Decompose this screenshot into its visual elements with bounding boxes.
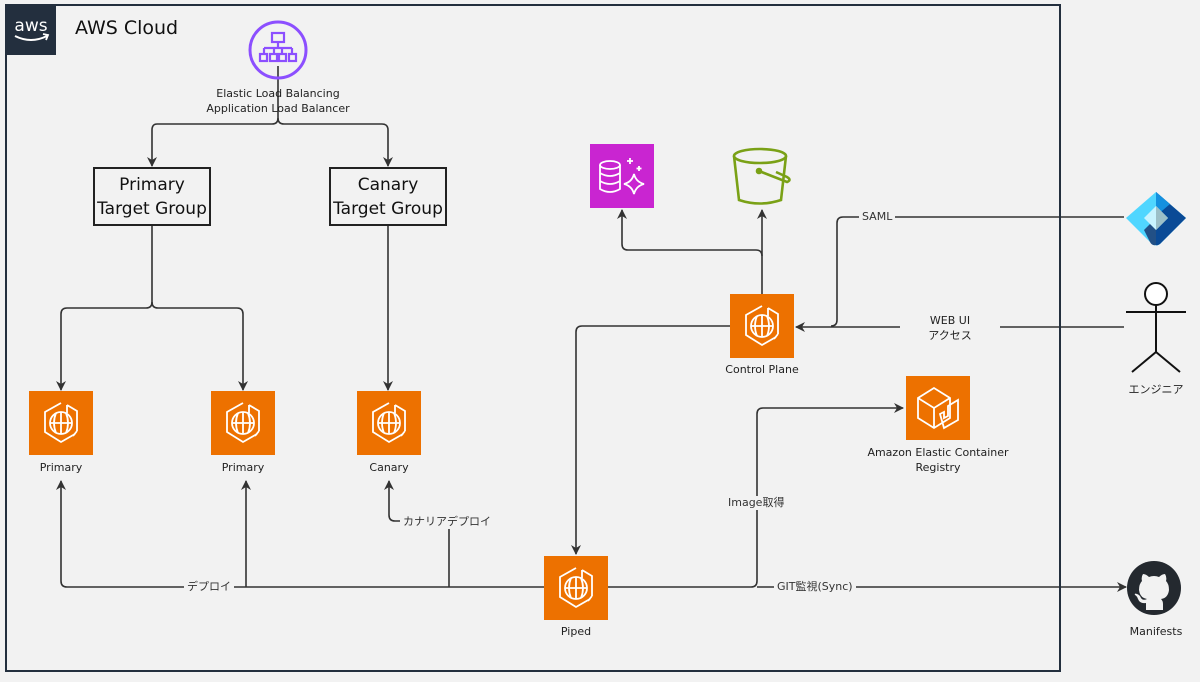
manifests-label: Manifests bbox=[1129, 625, 1183, 638]
primary-tg-line2: Target Group bbox=[97, 198, 207, 219]
alb-label-line1: Elastic Load Balancing bbox=[216, 87, 340, 100]
app-runner-icon bbox=[745, 305, 779, 347]
alb-label: Elastic Load Balancing Application Load … bbox=[178, 86, 378, 116]
edge-control-plane-to-piped bbox=[571, 325, 730, 555]
aurora-database-icon[interactable] bbox=[590, 144, 654, 208]
edge-deploy-primary-1 bbox=[56, 480, 544, 588]
piped-label: Piped bbox=[560, 625, 592, 638]
app-runner-icon bbox=[44, 402, 78, 444]
svg-text:aws: aws bbox=[14, 16, 47, 36]
engineer-label: エンジニア bbox=[1128, 383, 1184, 396]
control-plane-label: Control Plane bbox=[725, 363, 799, 376]
canary-tg-line1: Canary bbox=[357, 174, 419, 195]
ecr-label-line1: Amazon Elastic Container bbox=[867, 446, 1009, 459]
container-registry-icon bbox=[917, 386, 959, 430]
deploy-label: デプロイ bbox=[184, 580, 234, 594]
piped-node[interactable] bbox=[544, 556, 608, 620]
web-ui-label: WEB UI アクセス bbox=[900, 313, 1000, 343]
app-runner-icon bbox=[226, 402, 260, 444]
control-plane-node[interactable] bbox=[730, 294, 794, 358]
edge-saml bbox=[830, 216, 1124, 327]
primary-2-label: Primary bbox=[221, 461, 265, 474]
load-balancer-icon[interactable] bbox=[248, 20, 308, 80]
entra-id-icon[interactable] bbox=[1124, 190, 1188, 246]
container-registry-node[interactable] bbox=[906, 376, 970, 440]
cloud-title: AWS Cloud bbox=[75, 17, 179, 39]
alb-label-line2: Application Load Balancer bbox=[206, 102, 350, 115]
ecr-label: Amazon Elastic Container Registry bbox=[858, 445, 1018, 475]
person-icon[interactable] bbox=[1124, 280, 1188, 375]
app-runner-icon bbox=[559, 567, 593, 609]
image-fetch-label: Image取得 bbox=[725, 496, 788, 510]
primary-2-node[interactable] bbox=[211, 391, 275, 455]
canary-tg-line2: Target Group bbox=[333, 198, 443, 219]
web-ui-label-line2: アクセス bbox=[928, 329, 972, 342]
github-icon[interactable] bbox=[1126, 560, 1182, 616]
s3-bucket-icon[interactable] bbox=[732, 144, 796, 208]
aws-cloud-boundary bbox=[5, 4, 1061, 672]
canary-label: Canary bbox=[369, 461, 409, 474]
canary-deploy-label: カナリアデプロイ bbox=[400, 515, 494, 529]
aws-logo-icon: aws bbox=[6, 5, 56, 55]
edge-alb-to-canary-tg bbox=[277, 117, 393, 167]
web-ui-label-line1: WEB UI bbox=[929, 314, 971, 327]
primary-target-group[interactable]: Primary Target Group bbox=[93, 167, 211, 226]
git-sync-label: GIT監視(Sync) bbox=[774, 580, 856, 594]
primary-1-label: Primary bbox=[39, 461, 83, 474]
ecr-label-line2: Registry bbox=[915, 461, 961, 474]
canary-target-group[interactable]: Canary Target Group bbox=[329, 167, 447, 226]
canary-node[interactable] bbox=[357, 391, 421, 455]
app-runner-icon bbox=[372, 402, 406, 444]
primary-tg-line1: Primary bbox=[119, 174, 185, 195]
primary-1-node[interactable] bbox=[29, 391, 93, 455]
edge-primary-tg-to-primary-2 bbox=[151, 301, 248, 391]
saml-label: SAML bbox=[859, 210, 896, 224]
